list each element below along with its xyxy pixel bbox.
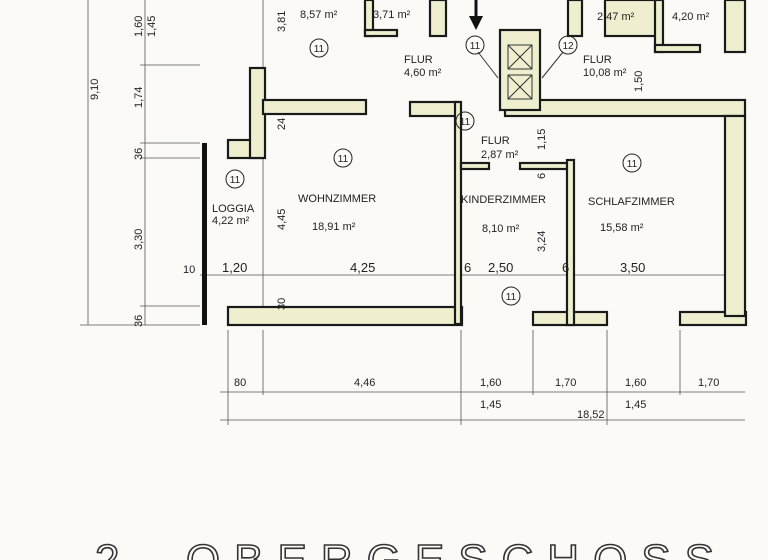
svg-text:11: 11 [506, 292, 517, 303]
svg-text:1,70: 1,70 [555, 377, 576, 389]
svg-text:18,52: 18,52 [577, 409, 605, 421]
svg-text:1,70: 1,70 [698, 377, 719, 389]
svg-text:6: 6 [464, 260, 471, 275]
shaft-crosses [477, 44, 564, 100]
svg-text:36: 36 [133, 315, 145, 327]
dimension-labels: 9,10 1,60 1,45 1,74 36 3,30 36 10 3,81 2… [89, 11, 719, 421]
svg-text:FLUR: FLUR [481, 135, 510, 147]
svg-text:3,50: 3,50 [620, 260, 645, 275]
bottom-dimension-lines [220, 0, 745, 425]
svg-text:KINDERZIMMER: KINDERZIMMER [461, 194, 546, 206]
room-numbers: 11 11 12 11 11 11 11 11 [225, 35, 642, 306]
svg-text:2,47 m²: 2,47 m² [597, 11, 635, 23]
svg-text:11: 11 [460, 117, 471, 128]
svg-text:18,91 m²: 18,91 m² [312, 221, 356, 233]
svg-text:1,15: 1,15 [536, 129, 548, 150]
svg-text:2,87 m²: 2,87 m² [481, 149, 519, 161]
svg-text:30: 30 [276, 298, 288, 310]
svg-text:10,08 m²: 10,08 m² [583, 67, 627, 79]
svg-text:3,24: 3,24 [536, 231, 548, 252]
svg-text:4,45: 4,45 [276, 209, 288, 230]
svg-text:FLUR: FLUR [404, 54, 433, 66]
svg-text:SCHLAFZIMMER: SCHLAFZIMMER [588, 196, 675, 208]
svg-text:4,22 m²: 4,22 m² [212, 215, 250, 227]
svg-text:1,50: 1,50 [633, 71, 645, 92]
svg-text:FLUR: FLUR [583, 54, 612, 66]
svg-text:4,25: 4,25 [350, 260, 375, 275]
svg-text:1,20: 1,20 [222, 260, 247, 275]
room-labels: 8,57 m² 3,71 m² 2,47 m² 4,20 m² FLUR 4,6… [212, 9, 710, 235]
svg-text:3,30: 3,30 [133, 229, 145, 250]
svg-text:4,20 m²: 4,20 m² [672, 11, 710, 23]
svg-text:8,57 m²: 8,57 m² [300, 9, 338, 21]
svg-text:3,71 m²: 3,71 m² [373, 9, 411, 21]
svg-text:36: 36 [133, 148, 145, 160]
svg-text:80: 80 [234, 377, 246, 389]
svg-text:4,60 m²: 4,60 m² [404, 67, 442, 79]
svg-text:1,60: 1,60 [625, 377, 646, 389]
svg-text:4,46: 4,46 [354, 377, 375, 389]
svg-text:1,60: 1,60 [133, 16, 145, 37]
svg-text:1,45: 1,45 [480, 399, 501, 411]
svg-text:11: 11 [230, 175, 241, 186]
svg-text:8,10 m²: 8,10 m² [482, 223, 520, 235]
entrance-arrow-icon [469, 0, 483, 30]
left-dimension-lines [80, 0, 745, 326]
walls [202, 0, 748, 327]
svg-text:1,45: 1,45 [146, 16, 158, 37]
svg-text:11: 11 [338, 154, 349, 165]
svg-text:3,81: 3,81 [276, 11, 288, 32]
floor-title: 2. OBERGESCHOSS [95, 536, 728, 560]
svg-text:15,58 m²: 15,58 m² [600, 222, 644, 234]
svg-text:9,10: 9,10 [89, 79, 101, 100]
svg-text:12: 12 [562, 41, 574, 52]
svg-text:6: 6 [562, 260, 569, 275]
svg-text:11: 11 [470, 41, 481, 52]
svg-text:2,50: 2,50 [488, 260, 513, 275]
svg-text:WOHNZIMMER: WOHNZIMMER [298, 193, 376, 205]
svg-text:1,74: 1,74 [133, 87, 145, 108]
svg-text:11: 11 [627, 159, 638, 170]
svg-text:6: 6 [536, 173, 548, 179]
svg-text:10: 10 [183, 264, 195, 276]
svg-text:24: 24 [276, 118, 288, 130]
svg-text:11: 11 [314, 44, 325, 55]
svg-text:1,45: 1,45 [625, 399, 646, 411]
svg-text:1,60: 1,60 [480, 377, 501, 389]
svg-text:LOGGIA: LOGGIA [212, 203, 255, 215]
